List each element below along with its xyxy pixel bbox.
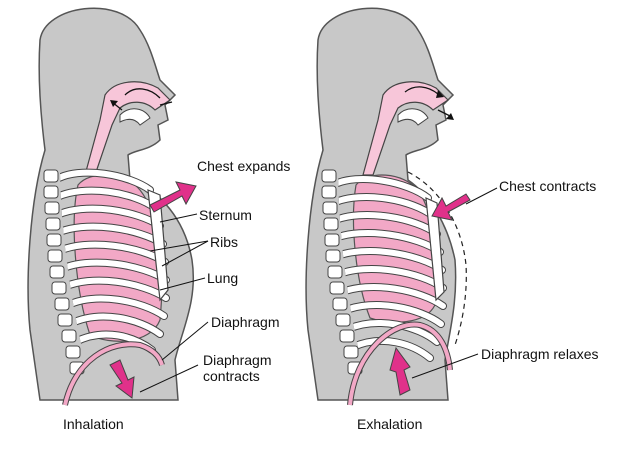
caption-inhalation: Inhalation (63, 416, 124, 432)
leader-lines-left (139, 213, 209, 393)
exhalation-figure (305, 7, 498, 406)
sternum-right (425, 197, 445, 302)
caption-exhalation: Exhalation (357, 416, 423, 432)
leader-lines-right (411, 187, 498, 379)
label-chest-expands: Chest expands (197, 158, 291, 174)
airway-left (84, 81, 171, 176)
label-diaphragm-relaxes: Diaphragm relaxes (481, 346, 599, 362)
expanded-outline (407, 171, 467, 346)
sternum-left (147, 189, 169, 302)
inhalation-figure (27, 7, 209, 406)
airway-right (362, 81, 449, 176)
label-chest-contracts: Chest contracts (499, 178, 597, 194)
label-ribs: Ribs (210, 234, 239, 250)
diaphragm-relaxes-arrow (389, 346, 411, 396)
label-diaphragm: Diaphragm (211, 314, 280, 330)
chest-expands-arrow (149, 181, 197, 213)
chest-contracts-arrow (431, 193, 471, 221)
label-diaphragm-contracts: Diaphragm contracts (203, 352, 272, 384)
label-lung: Lung (207, 270, 239, 286)
diaphragm-contracts-arrow (109, 359, 135, 399)
label-sternum: Sternum (199, 207, 252, 223)
spine-left (43, 169, 85, 375)
spine-right (321, 169, 363, 375)
